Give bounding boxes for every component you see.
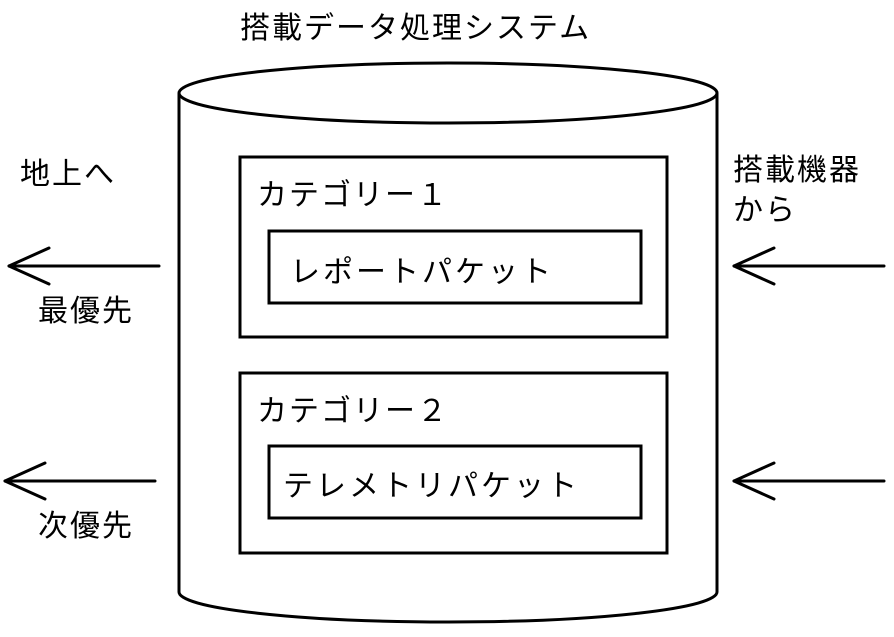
- category-1-box: [238, 155, 669, 339]
- arrow-in-top: [732, 246, 886, 286]
- telemetry-packet-label: テレメトリパケット: [283, 469, 580, 504]
- source-label-line2: から: [733, 193, 797, 228]
- ground-destination-label: 地上へ: [20, 157, 116, 192]
- arrow-in-bottom: [732, 461, 886, 501]
- category-2-label: カテゴリー２: [257, 394, 449, 429]
- cylinder-top: [177, 61, 719, 125]
- report-packet-box: [267, 229, 643, 305]
- category-2-box: [238, 371, 669, 555]
- priority-next-label: 次優先: [38, 509, 134, 544]
- arrow-out-bottom: [3, 461, 157, 501]
- cylinder-body: [177, 93, 719, 624]
- telemetry-packet-box: [267, 444, 643, 520]
- priority-high-label: 最優先: [38, 294, 134, 329]
- cylinder: [177, 61, 719, 624]
- category-1-label: カテゴリー１: [257, 178, 449, 213]
- report-packet-label: レポートパケット: [290, 255, 554, 290]
- diagram-title: 搭載データ処理システム: [240, 11, 592, 46]
- arrow-out-top: [7, 246, 161, 286]
- source-label-line1: 搭載機器: [733, 153, 861, 188]
